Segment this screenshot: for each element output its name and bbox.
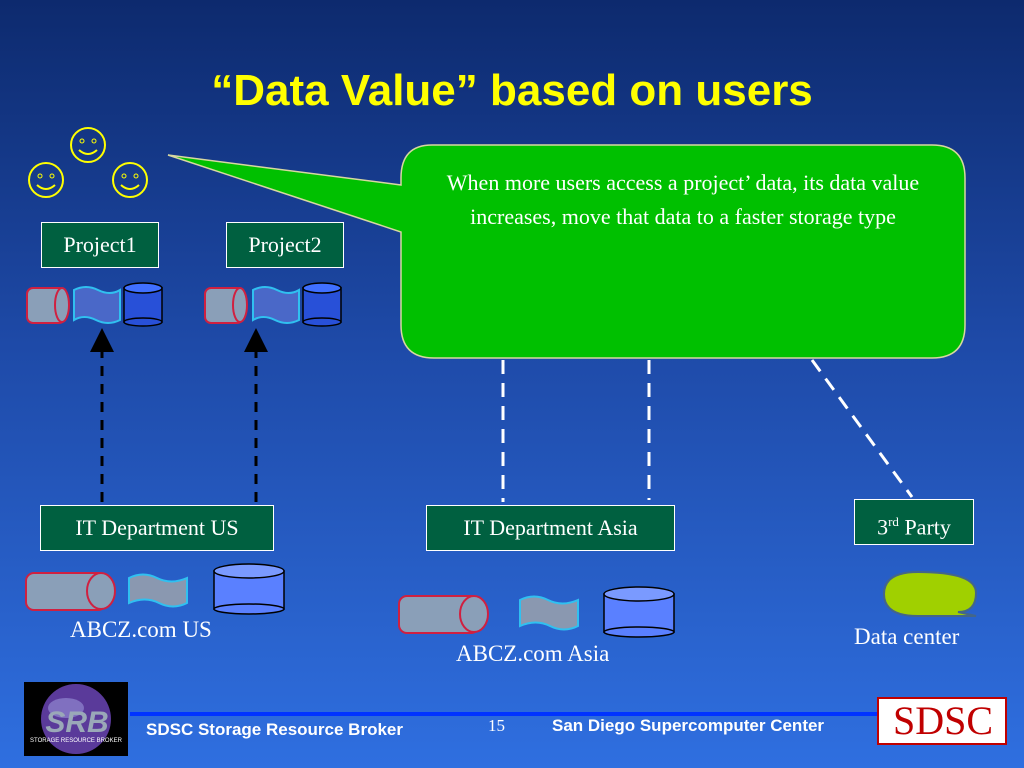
it-department-us-label: IT Department US — [40, 505, 274, 551]
project2-label: Project2 — [226, 222, 344, 268]
storage-group-us — [25, 563, 285, 615]
srb-logo — [24, 682, 128, 756]
srb-logo-text: SRB — [45, 706, 109, 739]
project1-label: Project1 — [41, 222, 159, 268]
tape-icon — [25, 572, 116, 611]
caption-asia: ABCZ.com Asia — [456, 641, 610, 666]
connector-line — [810, 359, 914, 498]
footer-right-text: San Diego Supercomputer Center — [552, 716, 825, 735]
disk-icon — [73, 286, 121, 324]
tape-icon — [26, 287, 70, 324]
tape-icon — [204, 287, 248, 324]
user-smiley-icon — [70, 127, 106, 163]
disk-icon — [128, 573, 188, 608]
caption-us: ABCZ.com US — [70, 617, 212, 642]
callout-text: When more users access a project’ data, … — [446, 170, 920, 229]
database-icon — [123, 282, 163, 327]
it-department-asia-label: IT Department Asia — [426, 505, 675, 551]
storage-group-project1 — [26, 282, 163, 327]
storage-group-project2 — [204, 282, 342, 327]
user-smiley-icon — [112, 162, 148, 198]
footer-left-text: SDSC Storage Resource Broker — [146, 720, 403, 739]
sdsc-logo — [877, 697, 1007, 745]
tape-icon — [398, 595, 489, 634]
callout-bubble — [167, 144, 966, 359]
third-party-label: 3rd Party — [854, 499, 974, 545]
user-smiley-icon — [28, 162, 64, 198]
database-icon — [302, 282, 342, 327]
data-center-storage-icon — [882, 570, 978, 617]
disk-icon — [519, 595, 579, 631]
srb-logo-subtext: STORAGE RESOURCE BROKER — [30, 738, 122, 744]
storage-group-asia — [398, 586, 675, 638]
database-icon — [603, 586, 675, 638]
caption-data-center: Data center — [854, 624, 960, 649]
disk-icon — [252, 286, 300, 324]
database-icon — [213, 563, 285, 615]
page-number: 15 — [488, 716, 505, 735]
sdsc-logo-text: SDSC — [892, 698, 994, 743]
slide-title: “Data Value” based on users — [211, 66, 813, 115]
